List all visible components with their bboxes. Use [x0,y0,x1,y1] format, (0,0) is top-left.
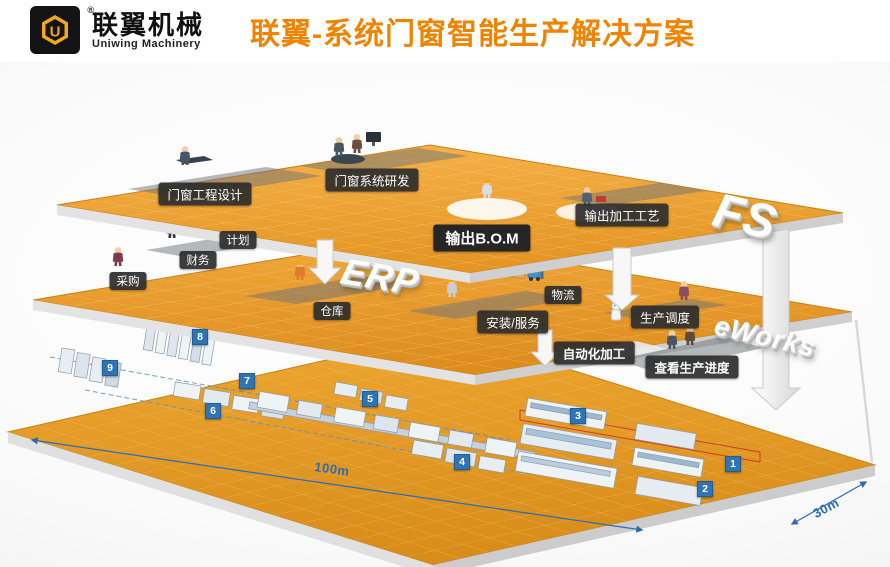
scene-illustration [6,132,877,567]
label-finance: 财务 [179,251,217,269]
dimension-lines [30,437,868,533]
top-layer-furniture [176,132,606,202]
label-logistics: 物流 [544,286,582,304]
label-door-window-design: 门窗工程设计 [158,182,252,206]
label-output-bom: 输出B.O.M [433,224,531,252]
factory-machines [57,319,705,506]
label-warehouse: 仓库 [313,302,351,320]
station-badge-6: 6 [205,403,221,419]
hexagon-logo-icon: U [30,6,80,54]
label-install-service: 安装/服务 [477,310,549,334]
label-production-dispatch: 生产调度 [630,305,700,329]
label-automated-processing: 自动化加工 [553,341,635,365]
station-badge-3: 3 [570,408,586,424]
flow-arrows [307,228,802,411]
registered-mark: ® [87,5,94,15]
station-badge-1: 1 [725,456,741,472]
company-logo: U ® [30,5,94,56]
station-badge-2: 2 [697,481,713,497]
solution-diagram: 门窗工程设计 门窗系统研发 输出B.O.M 输出加工工艺 FS 计划 财务 采购… [0,62,890,567]
logo-letter: U [50,24,61,41]
station-badge-9: 9 [102,360,118,376]
station-badge-4: 4 [454,454,470,470]
label-output-process: 输出加工工艺 [575,203,669,227]
label-purchase: 采购 [109,272,147,290]
station-badge-5: 5 [362,391,378,407]
brand-name-cn: 联翼机械 [92,9,205,40]
brand-name-en: Uniwing Machinery [92,37,201,50]
label-plan: 计划 [219,231,257,249]
page-title: 联翼-系统门窗智能生产解决方案 [250,18,696,51]
brand-block: 联翼机械 Uniwing Machinery [92,9,205,51]
label-view-progress: 查看生产进度 [645,355,739,379]
station-badge-7: 7 [239,373,255,389]
header: U ® 联翼机械 Uniwing Machinery 联翼-系统门窗智能生产解决… [0,0,890,62]
label-door-window-rnd: 门窗系统研发 [325,168,419,192]
station-badge-8: 8 [192,329,208,345]
